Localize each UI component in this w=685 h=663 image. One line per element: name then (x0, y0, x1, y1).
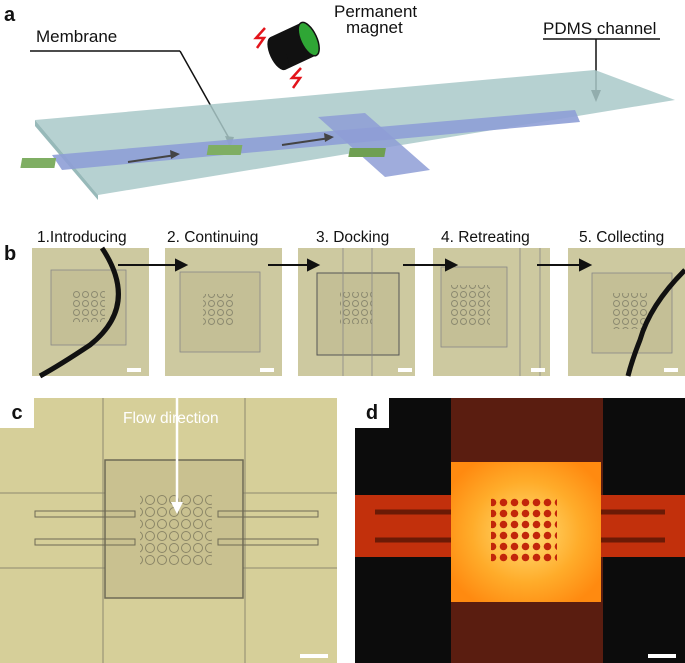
frame-continuing (165, 248, 282, 376)
magnet-label-line2: magnet (346, 18, 403, 37)
step-arrows (118, 258, 593, 272)
permanent-magnet-icon (267, 21, 320, 71)
scale-bar-c (300, 654, 328, 658)
step-label-3: 3. Docking (316, 229, 390, 246)
panel-c-image (0, 398, 337, 663)
pore-array-d (491, 497, 557, 563)
scale-bar-d (648, 654, 676, 658)
membrane-1 (20, 158, 57, 168)
step-label-1: 1.Introducing (37, 229, 127, 246)
cross-channel (318, 113, 430, 177)
membrane-2 (206, 145, 243, 155)
step-label-5: 5. Collecting (579, 229, 665, 246)
frame-retreating (433, 248, 550, 376)
panel-d-letter: d (355, 398, 389, 428)
panel-c-letter: c (0, 398, 34, 428)
membrane-3 (348, 148, 386, 157)
flow-arrow-icon (171, 502, 183, 514)
spark-icon-2 (289, 67, 303, 89)
frame-docking (298, 248, 415, 376)
panel-b-frames (32, 246, 685, 379)
step-label-4: 4. Retreating (441, 229, 530, 246)
magnet-label-line1: Permanent (334, 2, 418, 21)
panel-b-letter: b (4, 243, 17, 265)
membrane-label: Membrane (36, 27, 118, 46)
pdms-channel-label: PDMS channel (543, 19, 657, 38)
spark-icon-1 (253, 27, 267, 49)
frame-introducing (32, 246, 149, 379)
panel-a-letter: a (4, 4, 16, 26)
flow-direction-label: Flow direction (123, 410, 219, 427)
frame-collecting (568, 248, 685, 377)
panel-d-image (355, 398, 685, 663)
step-label-2: 2. Continuing (167, 229, 259, 246)
panel-a-schematic (20, 21, 675, 200)
